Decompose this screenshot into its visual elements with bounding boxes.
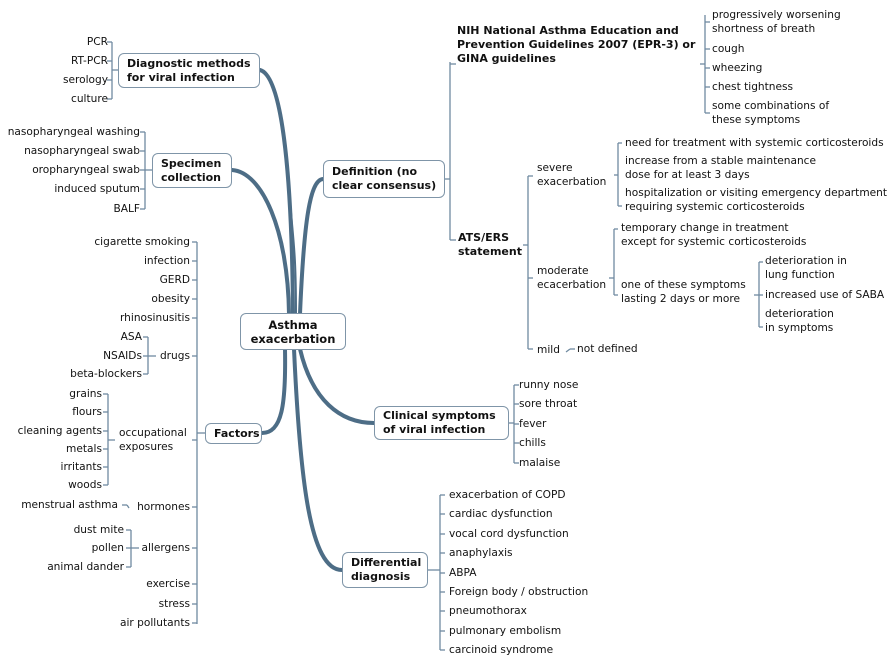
occupational-item: woods [68, 479, 102, 491]
moderate-criterion: temporary change in treatment except for… [621, 222, 807, 248]
factor-item: occupational exposures [119, 427, 187, 453]
nih-symptom: some combinations of these symptoms [712, 100, 830, 126]
diagnostic-method: RT-PCR [70, 55, 108, 67]
drug-item: beta-blockers [70, 368, 142, 380]
diagnostic-method: culture [71, 93, 108, 105]
differential-item: ABPA [449, 567, 477, 579]
mild-definition: not defined [577, 343, 638, 355]
factor-item: GERD [159, 274, 190, 286]
occupational-item: metals [66, 443, 102, 455]
bracket-line [126, 504, 130, 509]
factor-item: drugs [159, 350, 190, 362]
central-node: Asthma exacerbation [240, 313, 346, 350]
diagnostic-method: serology [62, 74, 108, 86]
differential-item: anaphylaxis [449, 547, 513, 559]
differential-item: cardiac dysfunction [449, 508, 553, 520]
occupational-item: grains [69, 388, 102, 400]
node-specimen-collection: Specimen collection [152, 153, 232, 188]
factor-item: hormones [137, 501, 190, 513]
differential-item: pulmonary embolism [449, 625, 562, 637]
factor-item: allergens [141, 542, 190, 554]
differential-item: Foreign body / obstruction [449, 586, 589, 598]
allergen-item: dust mite [73, 524, 124, 536]
severe-criterion: hospitalization or visiting emergency de… [625, 187, 888, 213]
hormone-item: menstrual asthma [21, 499, 118, 511]
moderate-symptom: deterioration in symptoms [765, 308, 834, 334]
clinical-symptom: fever [519, 418, 547, 430]
branch-differential [292, 347, 344, 572]
nih-guidelines: NIH National Asthma Education and Preven… [457, 24, 696, 65]
ats-ers-statement: ATS/ERS statement [458, 231, 522, 258]
branch-extra [289, 199, 297, 315]
specimen-type: nasopharyngeal washing [7, 126, 140, 138]
branch-diagnostic [258, 68, 295, 316]
branch-clinical [298, 347, 376, 425]
node-factors: Factors [205, 423, 262, 444]
factor-item: rhinosinusitis [120, 312, 190, 324]
factor-item: exercise [146, 578, 190, 590]
factor-item: infection [143, 255, 190, 267]
severe-criterion: increase from a stable maintenance dose … [625, 155, 817, 181]
diagnostic-method: PCR [86, 36, 108, 48]
factor-item: stress [158, 598, 190, 610]
factor-item: obesity [151, 293, 190, 305]
moderate-symptom: increased use of SABA [765, 289, 885, 301]
specimen-type: nasopharyngeal swab [24, 145, 140, 157]
nih-symptom: chest tightness [712, 81, 794, 93]
nih-symptom: cough [712, 43, 745, 55]
moderate-criterion: one of these symptoms lasting 2 days or … [621, 279, 746, 305]
branch-factors [260, 347, 288, 435]
occupational-item: irritants [60, 461, 102, 473]
specimen-type: BALF [113, 203, 140, 215]
bracket-line [565, 348, 571, 353]
occupational-item: cleaning agents [17, 425, 102, 437]
node-clinical-symptoms: Clinical symptoms of viral infection [374, 406, 509, 440]
moderate-exacerbation: moderate ecacerbation [537, 265, 607, 291]
node-diagnostic-methods: Diagnostic methods for viral infection [118, 53, 260, 88]
differential-item: vocal cord dysfunction [449, 528, 569, 540]
factor-item: cigarette smoking [94, 236, 190, 248]
clinical-symptom: sore throat [519, 398, 578, 410]
clinical-symptom: runny nose [519, 379, 579, 391]
clinical-symptom: malaise [519, 457, 561, 469]
nih-symptom: progressively worsening shortness of bre… [712, 9, 841, 35]
differential-item: carcinoid syndrome [449, 644, 554, 656]
nih-symptom: wheezing [712, 62, 763, 74]
node-definition: Definition (no clear consensus) [323, 160, 445, 198]
clinical-symptom: chills [519, 437, 546, 449]
moderate-symptom: deterioration in lung function [765, 255, 847, 281]
drug-item: NSAIDs [103, 350, 142, 362]
allergen-item: animal dander [47, 561, 124, 573]
severe-exacerbation: severe exacerbation [537, 162, 607, 188]
drug-item: ASA [120, 331, 142, 343]
specimen-type: induced sputum [54, 183, 140, 195]
differential-item: pneumothorax [449, 605, 527, 617]
allergen-item: pollen [91, 542, 124, 554]
occupational-item: flours [72, 406, 102, 418]
mild-exacerbation: mild [537, 344, 560, 356]
severe-criterion: need for treatment with systemic cortico… [625, 137, 884, 149]
factor-item: air pollutants [120, 617, 190, 629]
branch-definition [298, 177, 325, 316]
node-differential-diagnosis: Differential diagnosis [342, 552, 428, 588]
branch-specimen [230, 168, 291, 316]
differential-item: exacerbation of COPD [449, 489, 566, 501]
specimen-type: oropharyngeal swab [32, 164, 140, 176]
